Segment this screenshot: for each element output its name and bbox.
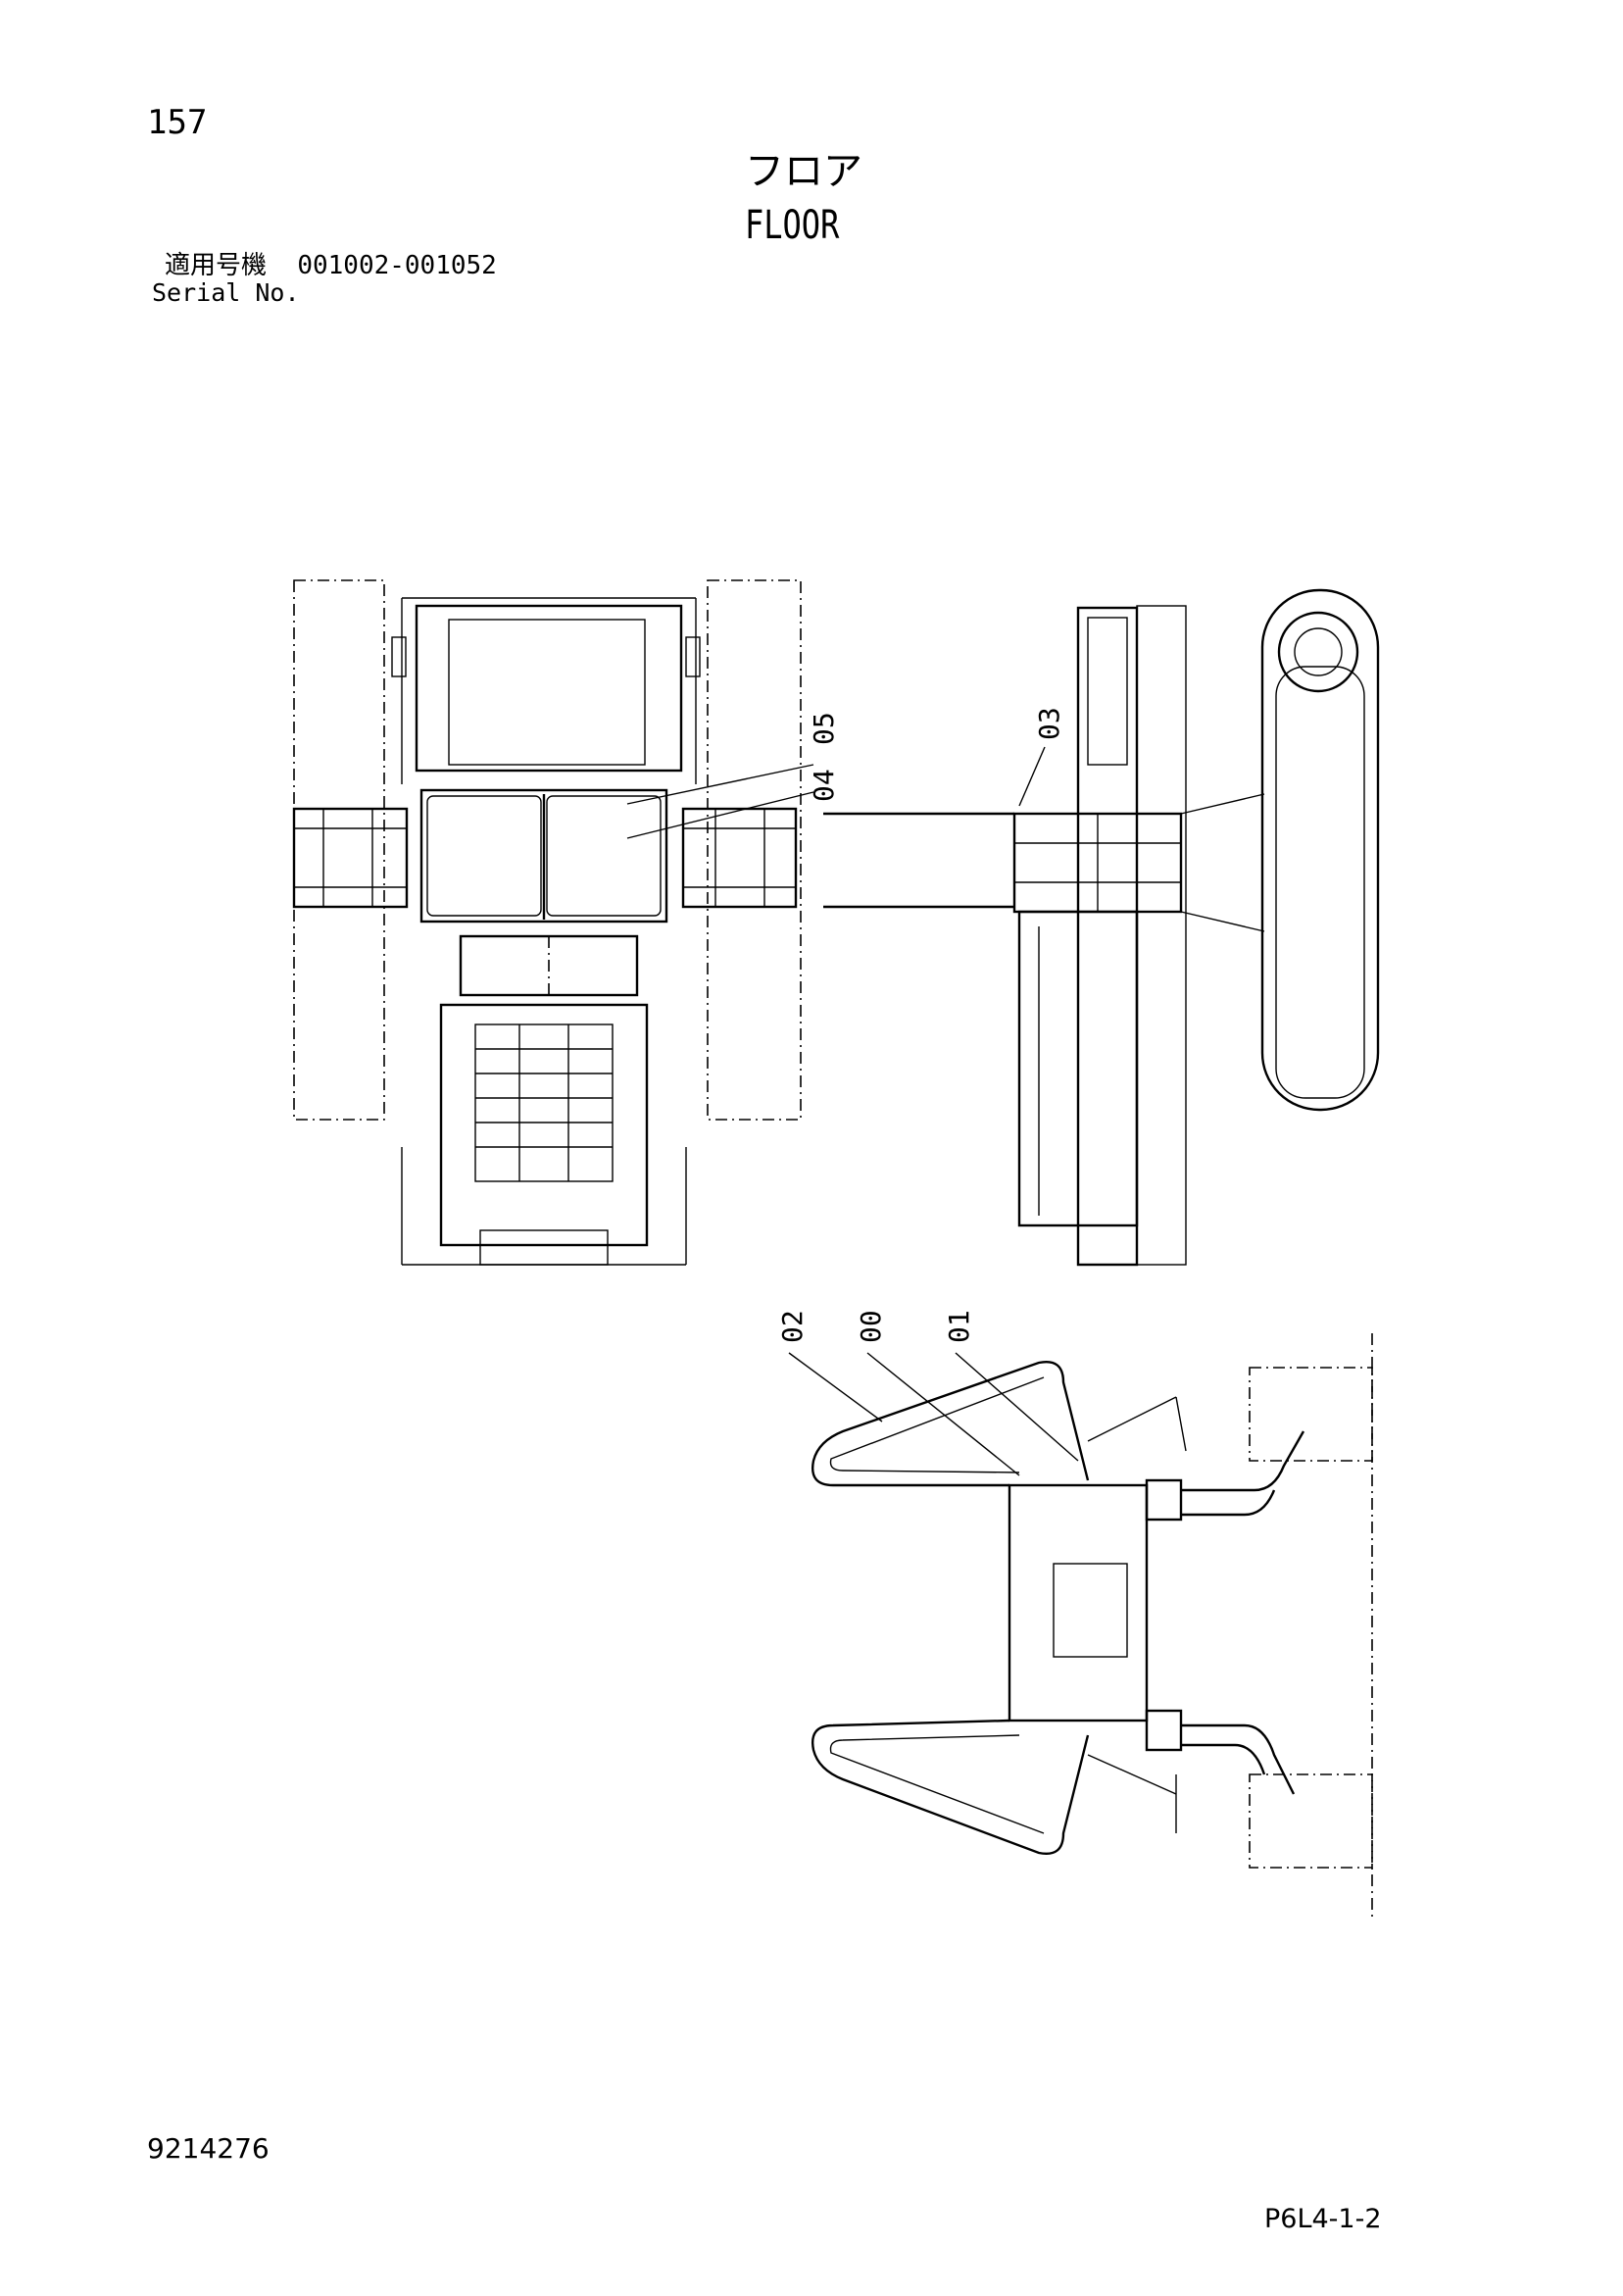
handrail-view bbox=[812, 1333, 1373, 1922]
serial-range-line: 適用号機 001002-001052 bbox=[165, 253, 497, 278]
page-title-japanese: フロア bbox=[745, 149, 862, 194]
callout-00: 00 bbox=[855, 1310, 887, 1343]
serial-label-japanese: 適用号機 bbox=[165, 251, 268, 280]
document-number: 9214276 bbox=[147, 2132, 270, 2165]
callout-01: 01 bbox=[943, 1310, 975, 1343]
callout-02: 02 bbox=[776, 1310, 809, 1343]
plan-view bbox=[292, 579, 802, 1266]
callout-04: 04 bbox=[808, 769, 840, 802]
serial-label: Serial No. bbox=[152, 278, 300, 307]
page-title: FLOOR bbox=[745, 203, 840, 248]
page-code: P6L4-1-2 bbox=[1264, 2204, 1382, 2234]
side-view bbox=[823, 588, 1380, 1267]
callouts: 05 04 03 02 00 01 bbox=[626, 707, 1079, 1476]
callout-05: 05 bbox=[808, 712, 840, 745]
page-number: 157 bbox=[147, 103, 208, 142]
serial-range: 001002-001052 bbox=[297, 251, 497, 280]
callout-03: 03 bbox=[1033, 707, 1065, 740]
